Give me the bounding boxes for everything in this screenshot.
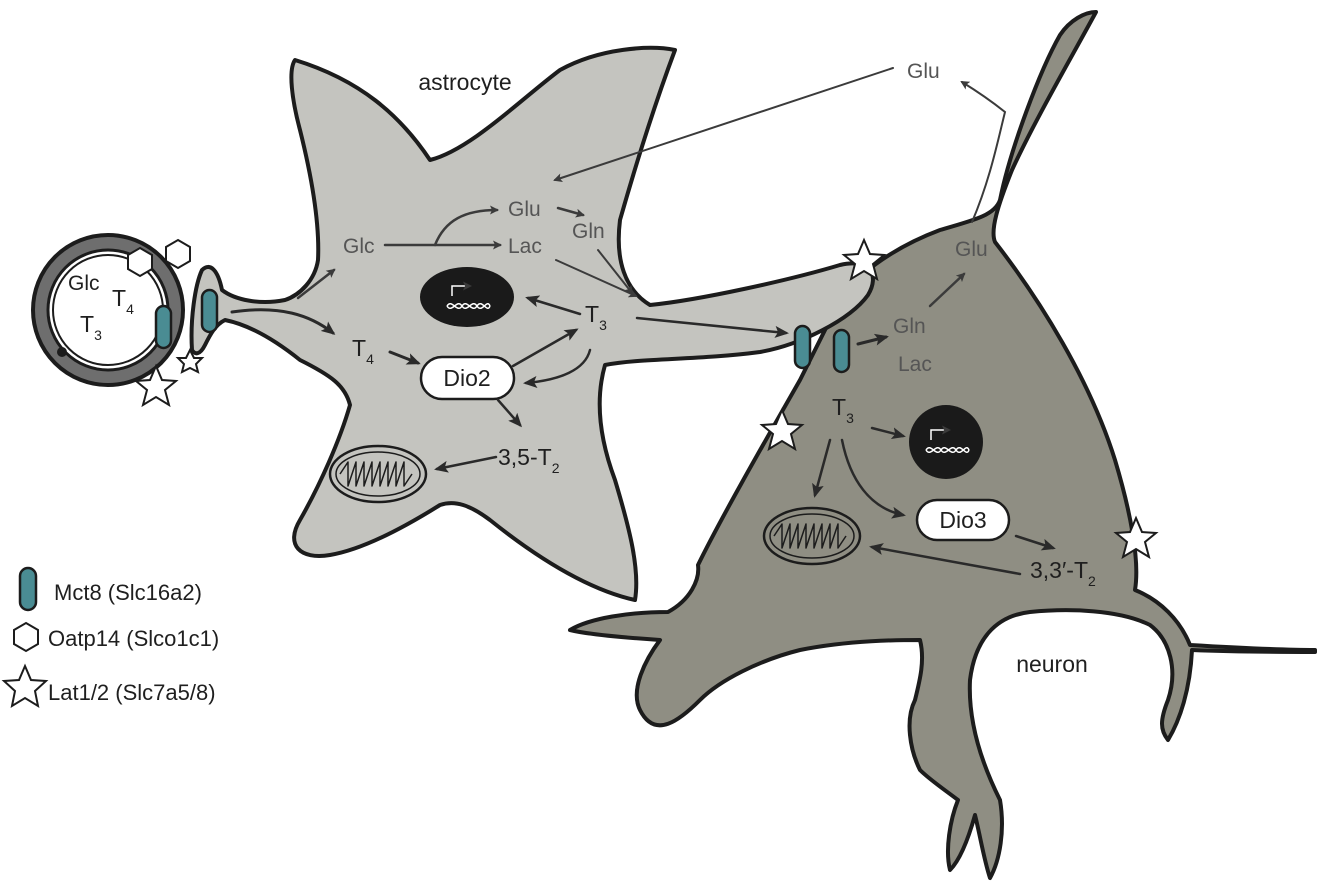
neuron-gln-label: Gln <box>893 315 926 338</box>
legend: Mct8 (Slc16a2) Oatp14 (Slco1c1) Lat1/2 (… <box>1 566 219 709</box>
mitochondrion-icon <box>328 444 428 504</box>
astro-t4-label: T4 <box>352 335 374 367</box>
oatp14-hexagon-1 <box>127 246 153 278</box>
astrocyte-title: astrocyte <box>418 69 511 95</box>
arrow-dio2-t2 <box>496 398 522 428</box>
gene-promoter-icon <box>451 281 472 296</box>
vessel-glc-label: Glc <box>68 272 100 295</box>
astro-nucleus-icon <box>420 267 514 327</box>
capsule-icon <box>18 566 38 612</box>
arrow-dio3-t2 <box>1014 534 1056 551</box>
legend-lat: Lat1/2 (Slc7a5/8) <box>48 680 216 705</box>
arrow-vessel-glc <box>296 268 336 300</box>
star-icon <box>1 663 49 709</box>
red-blood-cell <box>57 347 67 357</box>
dio3-enzyme: Dio3 <box>915 498 1011 542</box>
lat-star-vessel-1 <box>133 363 179 408</box>
neuron-t2-label: 3,3′-T2 <box>1030 557 1096 589</box>
astro-glu-label: Glu <box>508 198 541 221</box>
neuron-mitochondrion <box>762 506 862 566</box>
lat-star-vessel-2 <box>175 347 205 374</box>
astro-nucleus <box>420 267 514 327</box>
arrow-t2-neuron-mito <box>869 543 1022 576</box>
arrow-glu-gln <box>556 206 585 218</box>
astro-t3-label: T3 <box>585 301 607 333</box>
vessel-t3-label: T3 <box>80 311 102 343</box>
transporters <box>127 237 1159 560</box>
mct8-vessel-2 <box>200 288 219 334</box>
legend-mct8: Mct8 (Slc16a2) <box>54 580 202 605</box>
arrow-t3-nucleus <box>525 295 582 316</box>
arrow-gln-glu <box>928 272 966 308</box>
astro-mitochondrion <box>328 444 428 504</box>
lat-star-neuron-top <box>841 237 887 282</box>
oatp14-hexagon-2 <box>165 238 191 270</box>
neuron-lac-label: Lac <box>898 353 932 376</box>
dio2-label: Dio2 <box>443 365 490 391</box>
arrow-into-neuron <box>856 333 889 346</box>
astro-t2-label: 3,5-T2 <box>498 444 560 476</box>
glu-top-label: Glu <box>907 60 940 83</box>
hexagon-icon <box>13 621 39 653</box>
astro-glc-label: Glc <box>343 235 375 258</box>
arrow-glc-glu <box>433 205 499 247</box>
neuron-nucleus <box>909 405 983 479</box>
arrow-t2-mito <box>434 455 498 473</box>
neuron-title: neuron <box>1016 651 1088 677</box>
dio2-pill <box>419 355 516 401</box>
lat-star-neuron-right <box>1113 515 1159 560</box>
arrow-neuron-t3-mito <box>812 438 832 498</box>
arrow-dio2-t3 <box>511 328 579 368</box>
dio3-pill <box>915 498 1011 542</box>
arrow-t4-dio2 <box>388 350 421 365</box>
arrow-gln-t3region <box>597 249 634 295</box>
arrow-lac-t3region <box>555 259 638 298</box>
mitochondrion-icon <box>762 506 862 566</box>
arrow-t3-to-neuron <box>635 316 789 338</box>
mct8-vessel-1 <box>154 304 173 350</box>
astro-gln-label: Gln <box>572 220 605 243</box>
mct8-neuron <box>832 328 851 374</box>
gene-promoter-icon <box>930 425 951 440</box>
arrows <box>230 67 1056 576</box>
arrow-vessel-t4 <box>230 308 336 335</box>
arrow-glu-to-astro <box>553 67 894 183</box>
mct8-astro-end <box>793 324 812 370</box>
neuron-nucleus-icon <box>909 405 983 479</box>
neuron-t3-label: T3 <box>832 394 854 426</box>
astro-lac-label: Lac <box>508 235 542 258</box>
dio2-enzyme: Dio2 <box>419 355 516 401</box>
arrow-t3-dio2-back <box>523 348 592 389</box>
lat-star-neuron-left <box>759 407 805 452</box>
labels: astrocyte neuron Glc Glu Gln Lac T4 T3 3… <box>343 60 1096 677</box>
legend-oatp14: Oatp14 (Slco1c1) <box>48 626 219 651</box>
vessel-t4-label: T4 <box>112 285 134 317</box>
arrow-neuron-t3-dio3 <box>840 438 906 519</box>
arrow-glu-up <box>960 80 1007 223</box>
arrow-neuron-t3-nucleus <box>870 426 906 440</box>
dio3-label: Dio3 <box>939 507 986 533</box>
neuron-glu-label: Glu <box>955 238 988 261</box>
